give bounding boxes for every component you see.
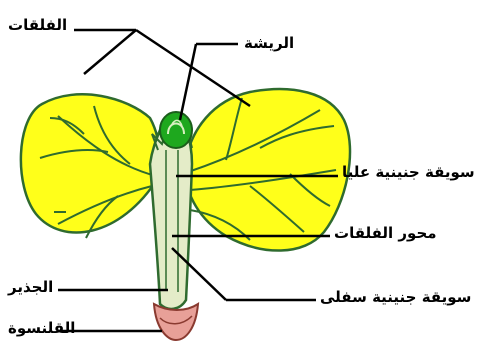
label-cotyledon-axis: محور الفلقات [334,226,437,241]
label-root-cap: القلنسوة [8,321,75,336]
label-radicle: الجذير [8,280,53,295]
label-epicotyl: سويقة جنينية عليا [342,165,475,180]
root-cap [154,304,198,340]
plumule [160,112,192,148]
label-plumule: الريشة [244,36,294,51]
label-cotyledons: الفلقات [8,18,67,33]
left-cotyledon [21,94,160,232]
label-hypocotyl: سويقة جنينية سفلى [320,290,471,305]
embryo-axis [150,128,192,309]
right-cotyledon [184,89,350,250]
